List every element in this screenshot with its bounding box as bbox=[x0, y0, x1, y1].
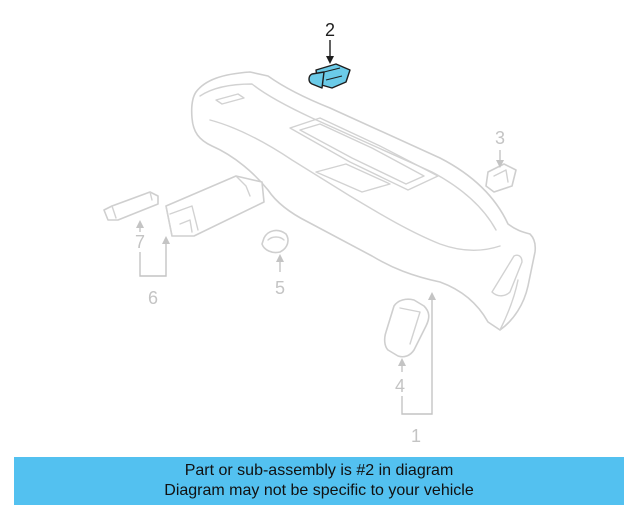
callout-3[interactable]: 3 bbox=[495, 128, 505, 148]
push-clip-part-2[interactable] bbox=[308, 63, 351, 89]
callout-2[interactable]: 2 bbox=[325, 20, 335, 40]
callout-1[interactable]: 1 bbox=[411, 426, 421, 446]
bracket-part-3 bbox=[485, 163, 517, 193]
lamp-housing-part-6 bbox=[165, 175, 265, 237]
banner-disclaimer-line: Diagram may not be specific to your vehi… bbox=[164, 482, 474, 499]
cover-pad-part-4 bbox=[383, 298, 430, 358]
callout-5[interactable]: 5 bbox=[275, 278, 285, 298]
bulb-part-7 bbox=[103, 191, 159, 221]
leader-lines bbox=[136, 40, 504, 415]
callout-4[interactable]: 4 bbox=[395, 376, 405, 396]
trunk-lid-trim-panel bbox=[190, 71, 537, 331]
callout-6[interactable]: 6 bbox=[148, 288, 158, 308]
grommet-part-5 bbox=[261, 229, 289, 254]
banner-part-line: Part or sub-assembly is #2 in diagram bbox=[184, 462, 454, 479]
info-banner: Part or sub-assembly is #2 in diagram Di… bbox=[14, 457, 624, 505]
callout-7[interactable]: 7 bbox=[135, 232, 145, 252]
